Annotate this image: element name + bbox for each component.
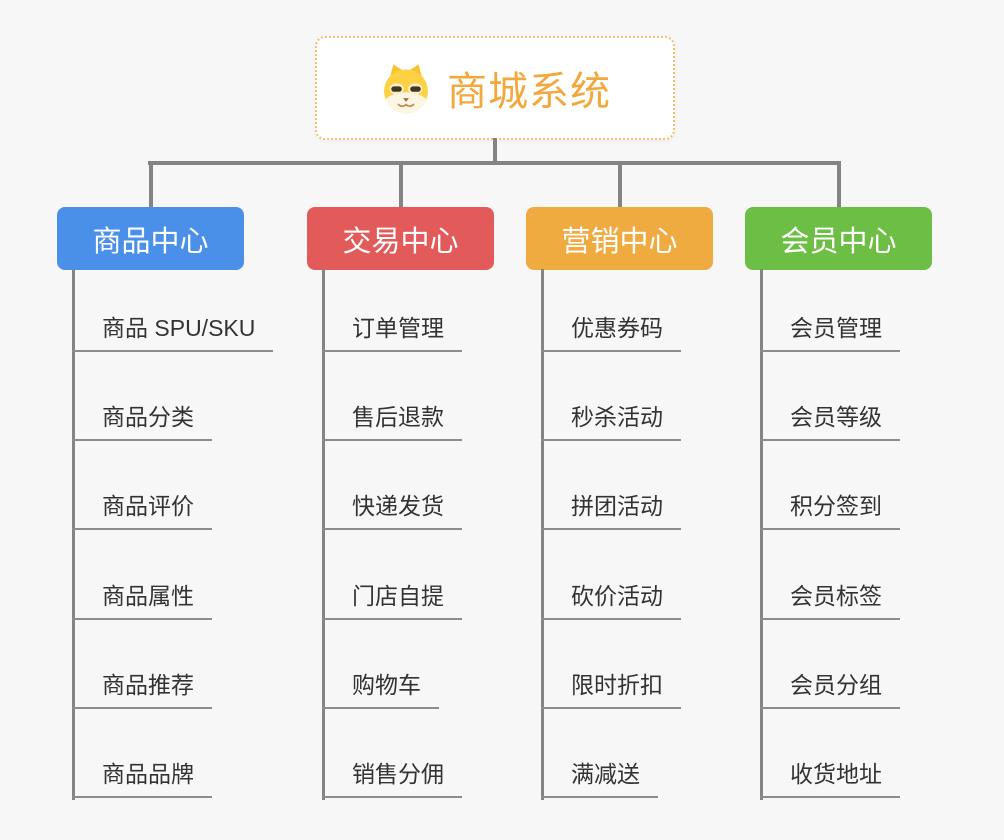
leaf-node[interactable]: 满减送 [541, 757, 658, 798]
connector-branch-drop [148, 161, 153, 207]
branch-node[interactable]: 会员中心 [745, 207, 932, 270]
leaf-node[interactable]: 限时折扣 [541, 668, 681, 709]
leaf-node[interactable]: 商品评价 [72, 489, 212, 531]
leaf-node[interactable]: 售后退款 [322, 400, 462, 442]
leaf-node[interactable]: 秒杀活动 [541, 400, 681, 442]
connector-branch-trunk [72, 269, 75, 800]
connector-rail [148, 161, 840, 165]
leaf-node[interactable]: 会员管理 [760, 311, 900, 352]
leaf-node[interactable]: 商品属性 [72, 579, 212, 620]
leaf-node[interactable]: 门店自提 [322, 579, 462, 620]
leaf-node[interactable]: 收货地址 [760, 757, 900, 798]
connector-branch-drop [398, 161, 403, 207]
leaf-node[interactable]: 商品品牌 [72, 757, 212, 798]
connector-branch-drop [617, 161, 622, 207]
leaf-node[interactable]: 商品 SPU/SKU [72, 311, 274, 352]
connector-branch-trunk [322, 269, 325, 800]
branch-node[interactable]: 营销中心 [526, 207, 713, 270]
leaf-node[interactable]: 积分签到 [760, 489, 900, 531]
connector-branch-drop [836, 161, 841, 207]
root-title: 商城系统 [447, 70, 611, 114]
leaf-node[interactable]: 会员分组 [760, 668, 900, 709]
leaf-node[interactable]: 订单管理 [322, 311, 462, 352]
root-node[interactable]: 商城系统 [315, 36, 675, 140]
leaf-node[interactable]: 商品推荐 [72, 668, 212, 709]
leaf-node[interactable]: 砍价活动 [541, 579, 681, 620]
leaf-node[interactable]: 会员等级 [760, 400, 900, 442]
connector-branch-trunk [760, 269, 763, 800]
connector-branch-trunk [541, 269, 544, 800]
branch-node[interactable]: 交易中心 [307, 207, 494, 270]
leaf-node[interactable]: 拼团活动 [541, 489, 681, 531]
branch-node[interactable]: 商品中心 [57, 207, 244, 270]
leaf-node[interactable]: 购物车 [322, 668, 439, 709]
leaf-node[interactable]: 会员标签 [760, 579, 900, 620]
leaf-node[interactable]: 商品分类 [72, 400, 212, 442]
dog-face-icon [379, 61, 433, 115]
leaf-node[interactable]: 销售分佣 [322, 757, 462, 798]
connector-root-stem [493, 138, 497, 163]
leaf-node[interactable]: 快递发货 [322, 489, 462, 531]
leaf-node[interactable]: 优惠券码 [541, 311, 681, 352]
